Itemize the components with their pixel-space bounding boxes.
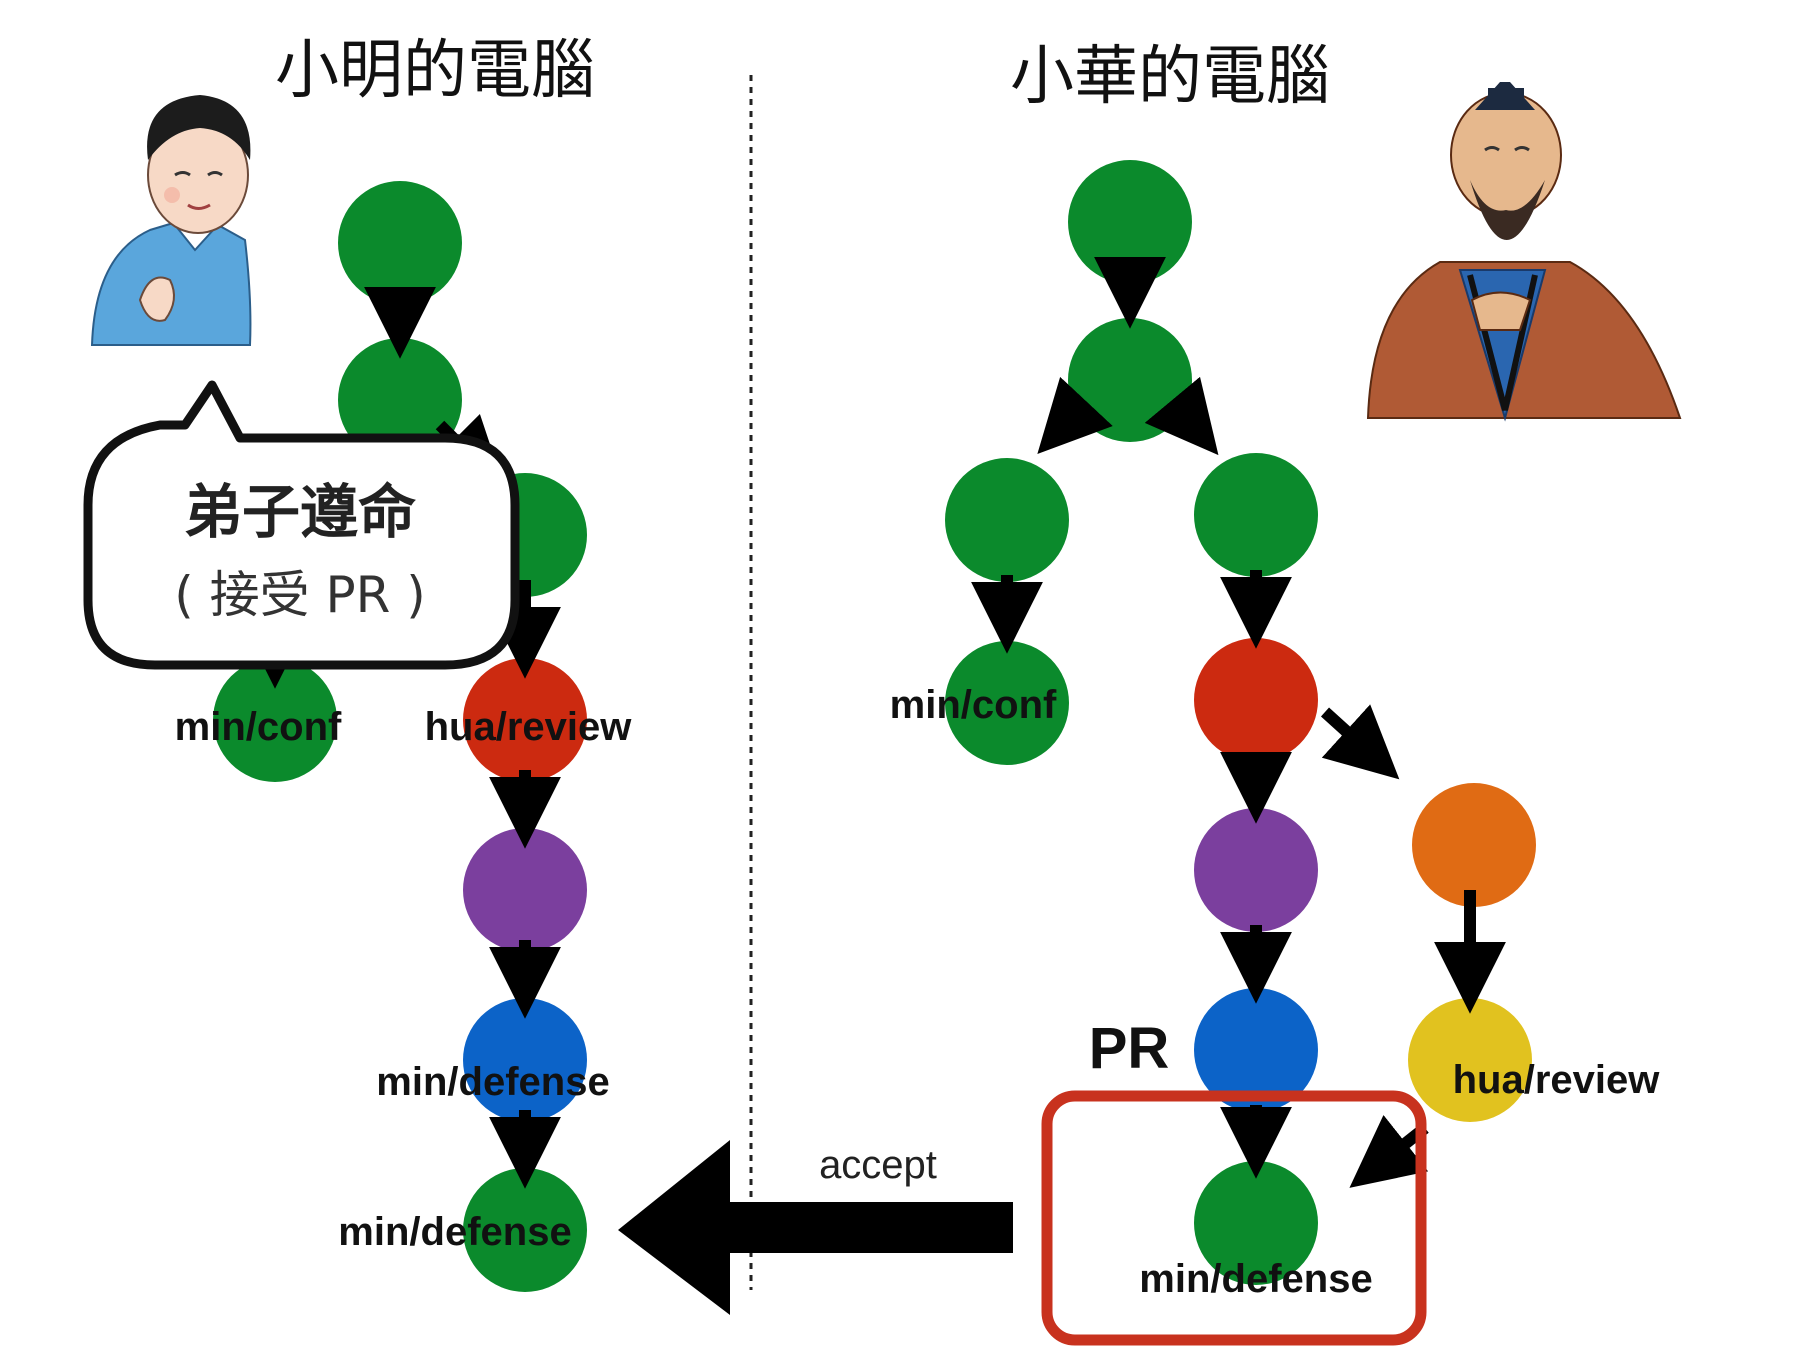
- left-label-defense-2: min/defense: [338, 1210, 571, 1254]
- right-commit-conf: [945, 641, 1069, 765]
- right-commit-pr: [1194, 988, 1318, 1112]
- left-commit-purple: [463, 828, 587, 952]
- boy-icon: [90, 95, 252, 346]
- left-computer-title: 小明的電腦: [275, 34, 595, 108]
- speech-bubble-line2: ( 接受 PR ): [174, 566, 426, 624]
- right-commit-orange: [1412, 783, 1536, 907]
- right-commit-graph: min/conf hua/review PR min/defense: [890, 160, 1661, 1301]
- right-arrow-2b: [1144, 376, 1219, 456]
- right-commit-3b: [1194, 453, 1318, 577]
- left-commit-conf: [213, 658, 337, 782]
- right-arrow-branch: [1320, 704, 1400, 780]
- speech-bubble-line1: 弟子遵命: [184, 478, 416, 546]
- right-commit-red: [1194, 638, 1318, 762]
- accept-label: accept: [819, 1143, 937, 1187]
- left-label-conf: min/conf: [175, 705, 342, 749]
- sage-icon: [1366, 82, 1682, 422]
- right-label-review: hua/review: [1453, 1058, 1661, 1102]
- left-commit-blue: [463, 998, 587, 1122]
- right-commit-3a: [945, 458, 1069, 582]
- pr-label: PR: [1089, 1016, 1170, 1081]
- right-commit-purple: [1194, 808, 1318, 932]
- right-commit-review: [1408, 998, 1532, 1122]
- right-commit-2: [1068, 318, 1192, 442]
- right-label-defense: min/defense: [1139, 1257, 1372, 1301]
- merge-highlight-box: [1041, 1090, 1427, 1346]
- right-label-conf: min/conf: [890, 683, 1057, 727]
- right-commit-merged: [1194, 1161, 1318, 1285]
- left-label-defense-1: min/defense: [376, 1060, 609, 1104]
- left-label-review: hua/review: [425, 705, 633, 749]
- right-computer-title: 小華的電腦: [1010, 40, 1330, 114]
- right-arrow-2a: [1037, 376, 1113, 455]
- left-commit-1: [338, 181, 462, 305]
- right-commit-1: [1068, 160, 1192, 284]
- left-commit-merged: [463, 1168, 587, 1292]
- accept-arrow: [618, 1140, 1013, 1315]
- left-commit-review: [463, 658, 587, 782]
- left-commit-graph: min/conf hua/review min/defense min/defe…: [175, 181, 633, 1292]
- speech-bubble: 弟子遵命 ( 接受 PR ): [83, 380, 520, 670]
